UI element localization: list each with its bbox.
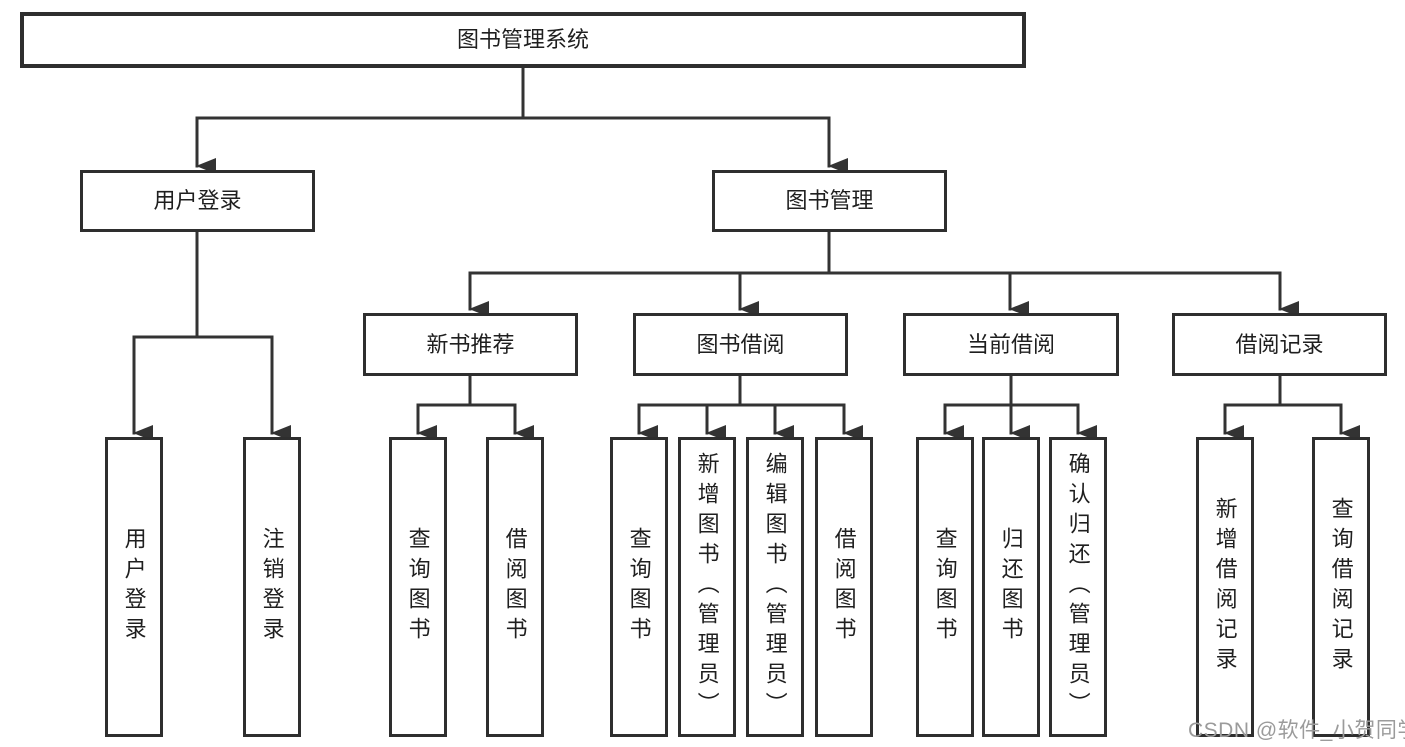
node-label: 用户登录 <box>153 188 242 213</box>
node-system-root: 图书管理系统 <box>20 12 1026 68</box>
leaf-label: 注销登录 <box>259 527 285 647</box>
leaf-label: 确认归还（管理员） <box>1065 452 1091 722</box>
leaf-records-add-record: 新增借阅记录 <box>1196 437 1254 737</box>
leaf-current-confirm-return-admin: 确认归还（管理员） <box>1049 437 1107 737</box>
leaf-logout: 注销登录 <box>243 437 301 737</box>
leaf-borrow-add-books-admin: 新增图书（管理员） <box>678 437 736 737</box>
leaf-label: 新增图书（管理员） <box>694 452 720 722</box>
leaf-borrow-edit-books-admin: 编辑图书（管理员） <box>746 437 804 737</box>
node-label: 借阅记录 <box>1235 331 1324 357</box>
node-user-login: 用户登录 <box>80 170 315 232</box>
leaf-label: 归还图书 <box>998 527 1024 647</box>
node-label: 图书管理 <box>785 188 874 213</box>
node-book-borrow: 图书借阅 <box>633 313 848 376</box>
leaf-label: 查询借阅记录 <box>1328 497 1354 677</box>
leaf-label: 查询图书 <box>626 527 652 647</box>
leaf-label: 借阅图书 <box>831 527 857 647</box>
leaf-user-login: 用户登录 <box>105 437 163 737</box>
leaf-label: 新增借阅记录 <box>1212 497 1238 677</box>
leaf-newrec-borrow-books: 借阅图书 <box>486 437 544 737</box>
node-book-management: 图书管理 <box>712 170 947 232</box>
node-label: 图书借阅 <box>696 331 785 357</box>
node-label: 当前借阅 <box>966 331 1055 357</box>
leaf-label: 借阅图书 <box>502 527 528 647</box>
leaf-current-query-books: 查询图书 <box>916 437 974 737</box>
node-label: 图书管理系统 <box>456 27 589 52</box>
leaf-borrow-query-books: 查询图书 <box>610 437 668 737</box>
node-new-book-recommend: 新书推荐 <box>363 313 578 376</box>
node-label: 新书推荐 <box>426 331 515 357</box>
leaf-newrec-query-books: 查询图书 <box>389 437 447 737</box>
leaf-records-query-record: 查询借阅记录 <box>1312 437 1370 737</box>
leaf-label: 查询图书 <box>932 527 958 647</box>
leaf-label: 查询图书 <box>405 527 431 647</box>
node-current-borrow: 当前借阅 <box>903 313 1119 376</box>
leaf-label: 编辑图书（管理员） <box>762 452 788 722</box>
leaf-borrow-borrow-books: 借阅图书 <box>815 437 873 737</box>
node-borrow-records: 借阅记录 <box>1172 313 1387 376</box>
leaf-current-return-books: 归还图书 <box>982 437 1040 737</box>
csdn-watermark: CSDN @软件_小贺同学 <box>1188 719 1405 742</box>
leaf-label: 用户登录 <box>121 527 147 647</box>
